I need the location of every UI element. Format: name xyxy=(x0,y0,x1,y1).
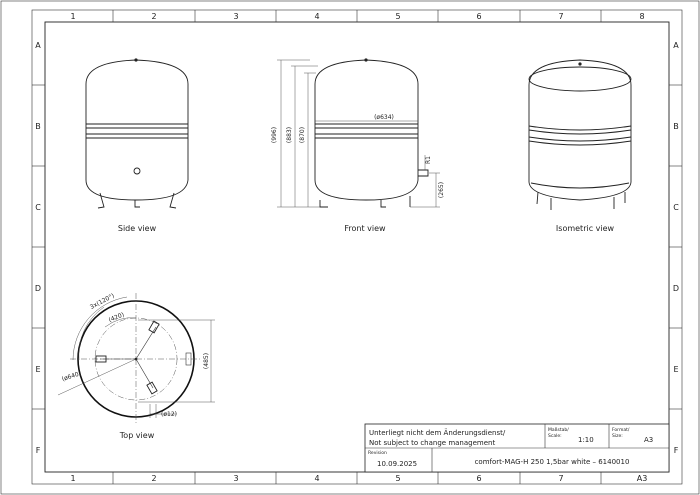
col-label: 3 xyxy=(233,12,238,21)
iso-base-line xyxy=(530,182,630,189)
row-label: E xyxy=(673,365,678,374)
dim-angle-arc-outer xyxy=(72,296,128,361)
col-label: 5 xyxy=(395,12,400,21)
dim-top-pipe: (ø12) xyxy=(161,411,177,418)
col-label: 1 xyxy=(70,12,75,21)
revision-date: 10.09.2025 xyxy=(377,460,417,468)
dim-top-depth: (485) xyxy=(203,353,210,369)
front-vessel-outline xyxy=(314,59,419,201)
top-foot xyxy=(95,355,107,363)
row-label: F xyxy=(36,446,41,455)
iso-band xyxy=(528,136,632,142)
row-labels-right: A B C D E F xyxy=(673,41,679,455)
format-label-de: Format/ xyxy=(612,427,630,433)
iso-band xyxy=(528,140,632,146)
row-label: B xyxy=(673,122,679,131)
side-view-drawing: Side view xyxy=(85,58,189,233)
top-foot-ray xyxy=(135,358,154,389)
side-connection xyxy=(133,167,141,175)
top-connection xyxy=(185,352,192,366)
col-label: 4 xyxy=(314,12,319,21)
scale-label-de: Maßstab/ xyxy=(548,427,569,433)
iso-band xyxy=(528,129,632,135)
dim-foot-radius-arc xyxy=(104,317,137,328)
isometric-view-drawing: Isometric view xyxy=(528,59,632,233)
drawing-frame xyxy=(44,21,670,473)
col-label: 5 xyxy=(395,474,400,483)
isometric-view-label: Isometric view xyxy=(556,224,615,233)
format-label-en: Size: xyxy=(612,433,623,439)
side-feet xyxy=(97,192,177,209)
dim-front-connection-thread: R1 xyxy=(425,156,432,164)
column-labels-bottom: 1 2 3 4 5 6 7 A3 xyxy=(70,474,647,483)
col-label: 7 xyxy=(558,474,563,483)
side-view-label: Side view xyxy=(118,224,157,233)
column-ticks xyxy=(112,10,602,484)
front-view-drawing: (996) (883) (870) (ø634) R1 (265) Front … xyxy=(271,58,445,233)
row-label: A xyxy=(35,41,41,50)
top-view-label: Top view xyxy=(119,431,155,440)
top-view-drawing: 3x(120°) (420) (ø640) (485) (ø12) Top vi… xyxy=(57,292,215,440)
row-label: A xyxy=(673,41,679,50)
product-designation: comfort-MAG-H 250 1,5bar white – 6140010 xyxy=(475,458,630,466)
col-label: 1 xyxy=(70,474,75,483)
dim-front-mid-height: (883) xyxy=(286,127,293,143)
side-vessel-outline xyxy=(85,59,189,201)
col-label: 8 xyxy=(639,12,644,21)
title-block: Unterliegt nicht dem Änderungsdienst/ No… xyxy=(364,423,670,473)
row-label: D xyxy=(673,284,679,293)
dim-front-body-height: (870) xyxy=(299,127,306,143)
iso-band xyxy=(528,125,632,131)
row-label: C xyxy=(673,203,679,212)
top-foot xyxy=(146,381,158,395)
dim-top-diameter: (ø640) xyxy=(61,370,82,383)
col-label: 7 xyxy=(558,12,563,21)
col-label: 6 xyxy=(476,12,481,21)
iso-top-ellipse xyxy=(528,66,632,92)
front-top-valve xyxy=(364,58,368,62)
col-label: 4 xyxy=(314,474,319,483)
note-german: Unterliegt nicht dem Änderungsdienst/ xyxy=(369,428,506,437)
side-top-valve xyxy=(134,58,138,62)
row-ticks xyxy=(32,84,682,410)
scale-value: 1:10 xyxy=(578,436,594,444)
scale-label-en: Scale: xyxy=(548,433,562,439)
row-label: D xyxy=(35,284,41,293)
col-label: 6 xyxy=(476,474,481,483)
iso-feet xyxy=(536,191,626,210)
row-label: B xyxy=(35,122,41,131)
dim-front-connection-height: (265) xyxy=(438,182,445,198)
note-english: Not subject to change management xyxy=(369,439,495,447)
iso-top-valve xyxy=(578,62,582,66)
dim-top-foot-radius: (420) xyxy=(108,311,126,324)
col-label: 2 xyxy=(151,12,156,21)
dim-front-total-height: (996) xyxy=(271,127,278,143)
format-value: A3 xyxy=(644,436,653,444)
iso-vessel-outline xyxy=(528,59,632,201)
format-label-bottom: A3 xyxy=(637,474,648,483)
row-label: E xyxy=(35,365,40,374)
front-connection-pipe xyxy=(418,169,429,177)
grid-frame xyxy=(31,9,683,485)
front-view-label: Front view xyxy=(344,224,386,233)
dim-front-diameter: (ø634) xyxy=(374,114,394,121)
col-label: 3 xyxy=(233,474,238,483)
revision-label: Revision xyxy=(368,450,387,456)
dim-angle-arc xyxy=(78,306,105,361)
row-labels-left: A B C D E F xyxy=(35,41,41,455)
top-foot xyxy=(148,320,160,334)
row-label: F xyxy=(674,446,679,455)
dim-diameter-leader xyxy=(57,358,137,396)
column-labels-top: 1 2 3 4 5 6 7 8 xyxy=(70,12,644,21)
row-label: C xyxy=(35,203,41,212)
col-label: 2 xyxy=(151,474,156,483)
